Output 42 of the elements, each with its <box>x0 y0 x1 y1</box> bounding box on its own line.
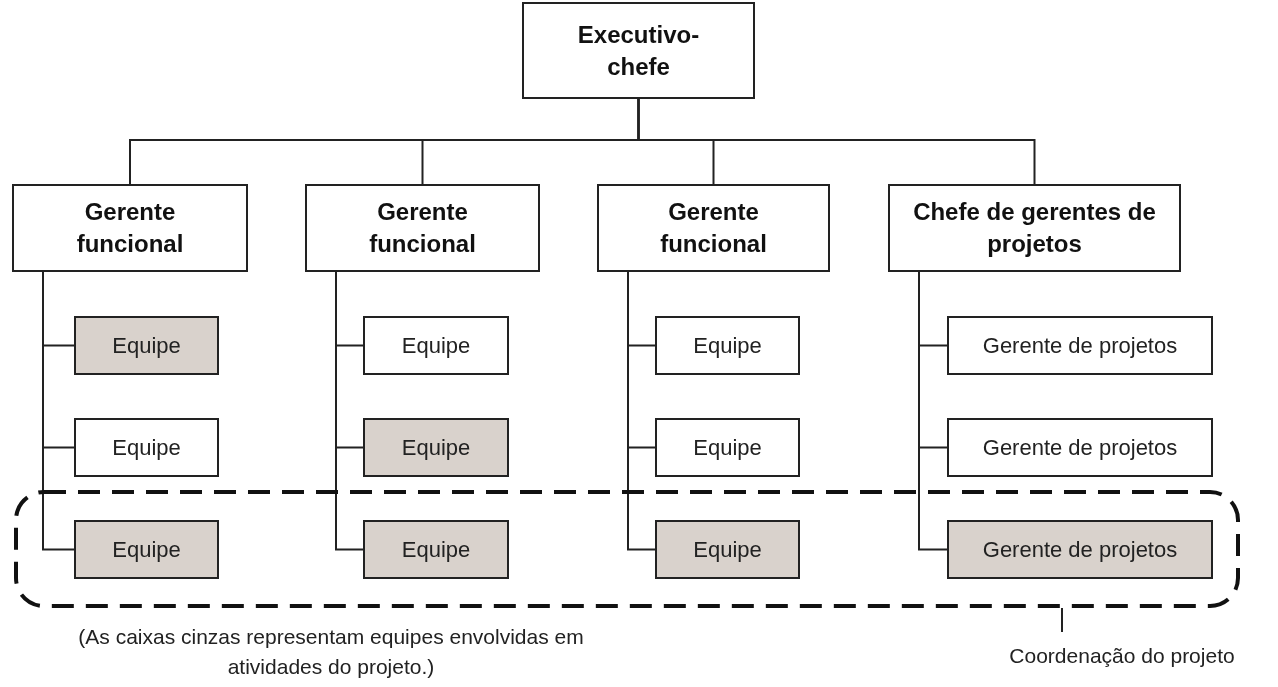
manager-title: Executivo-chefe <box>576 19 701 82</box>
team-box <box>363 418 509 477</box>
team-name: Gerente de projetos <box>982 332 1178 359</box>
connector-line <box>42 271 75 551</box>
connector-line <box>335 271 364 551</box>
team-name: Gerente de projetos <box>982 434 1178 461</box>
team-name: Equipe <box>112 434 181 461</box>
team-box <box>655 520 800 579</box>
manager-title: Gerente funcional <box>75 197 185 259</box>
team-name: Equipe <box>693 536 762 563</box>
team-box <box>947 520 1213 579</box>
manager-title: Chefe de gerentes de projetos <box>912 197 1157 259</box>
team-name: Equipe <box>112 332 181 359</box>
manager-title: Gerente funcional <box>368 197 477 259</box>
leader-line <box>1061 607 1063 633</box>
team-name: Equipe <box>401 332 471 359</box>
team-name: Equipe <box>401 536 471 563</box>
team-box <box>655 316 800 375</box>
team-box <box>655 418 800 477</box>
manager-box <box>597 184 830 272</box>
team-box <box>74 316 219 375</box>
caption-note: (As caixas cinzas representam equipes envolvidas em atividades do projeto.) <box>77 624 585 680</box>
team-name: Equipe <box>693 434 762 461</box>
manager-box <box>12 184 248 272</box>
team-box <box>947 418 1213 477</box>
connector-line <box>918 271 948 551</box>
team-name: Gerente de projetos <box>982 536 1178 563</box>
connector-line <box>637 98 1036 185</box>
manager-title: Gerente funcional <box>659 197 768 259</box>
manager-box <box>522 2 755 99</box>
manager-box <box>888 184 1181 272</box>
team-box <box>363 520 509 579</box>
note-text: Coordenação do projeto <box>1009 644 1235 668</box>
team-box <box>947 316 1213 375</box>
team-box <box>74 520 219 579</box>
team-name: Equipe <box>693 332 762 359</box>
team-box <box>74 418 219 477</box>
manager-box <box>305 184 540 272</box>
connector-line <box>627 271 656 551</box>
team-name: Equipe <box>401 434 471 461</box>
team-name: Equipe <box>112 536 181 563</box>
team-box <box>363 316 509 375</box>
